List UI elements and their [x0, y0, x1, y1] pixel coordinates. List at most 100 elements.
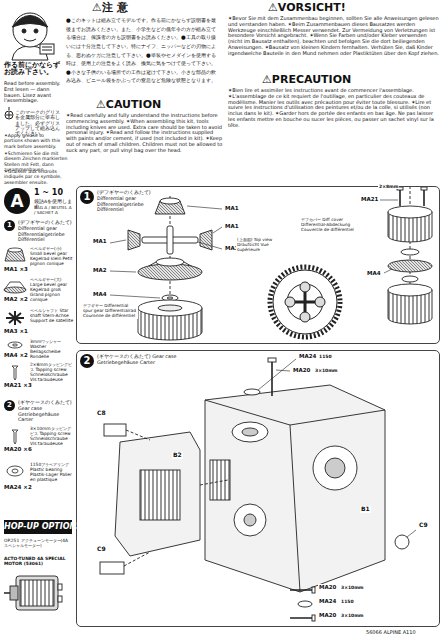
step-number: 2	[80, 354, 94, 368]
part-label: MA20	[292, 367, 311, 373]
note-text: ACTO-TUNED 4A SPECIAL MOTOR (53061)	[4, 556, 72, 566]
part-label: MA24	[298, 353, 317, 359]
node-text: HOP-UP OPTIONS	[4, 520, 72, 534]
step-number: 1	[4, 220, 15, 231]
note-text: MA21 ×3	[4, 382, 32, 388]
part-label: デフカバー Diff cover Differential-Abdeckung …	[300, 218, 364, 233]
gear-case-part	[140, 470, 180, 520]
gear-case-part	[242, 428, 258, 436]
grease-symbol	[5, 107, 13, 119]
node-text: (デフギヤーのくみたて) Differential gear Different…	[97, 190, 153, 213]
note-text: MA4 ×2	[4, 352, 28, 358]
part-label: (上面図) Top view Draufsicht Vue supérieure	[236, 238, 284, 253]
gear-case-part	[200, 480, 228, 485]
diff-cover-stack	[388, 186, 432, 324]
differential-exploded-part	[167, 297, 173, 299]
gear-case-part	[395, 535, 409, 549]
part-label: 1150	[318, 354, 333, 359]
gear-case-part	[244, 514, 256, 526]
top-view-part	[270, 267, 340, 337]
top-view-part	[315, 297, 325, 307]
part-label: MA1	[224, 223, 240, 229]
gear-case-part	[325, 458, 345, 478]
reader-cartoon-part	[22, 29, 26, 33]
note-text: ✶Bien lire et assimiler les instructions…	[228, 88, 440, 128]
gear-case-part	[268, 358, 276, 362]
diff-cover-stack-part	[401, 249, 419, 255]
reader-cartoon-part	[24, 39, 36, 41]
note-text: 56066 ALPINE A110	[366, 630, 416, 636]
note-text: ⚠PRECAUTION	[262, 74, 432, 87]
leader-lines-part	[110, 295, 160, 298]
note-text: 作る前にかならずお読み下さい。	[4, 62, 62, 77]
parts-list-icons-part	[8, 248, 22, 252]
differential-exploded-part	[167, 226, 173, 254]
note-text: ⚠CAUTION	[96, 99, 216, 112]
note-text: 1 ~ 10	[34, 188, 74, 197]
grease-symbol-part	[9, 107, 10, 110]
gear-case-part	[205, 400, 385, 425]
gear-case-part	[313, 446, 357, 490]
note-text: MA20 ×6	[4, 446, 32, 452]
note-text: 3×10mmタッピングビス Tapping screw Schneidschra…	[30, 426, 74, 446]
gear-case-part	[276, 370, 290, 371]
note-text: ✶Schmieren Sie die mit diesem Zeichen ma…	[4, 151, 74, 172]
node-text: (ギヤケースのくみたて) Gear case Getriebegehäuse C…	[97, 354, 197, 366]
part-label: C8	[96, 410, 107, 417]
note-text: MA24 ×2	[4, 484, 32, 490]
hop-up-motor-part	[20, 580, 54, 606]
note-text: MA2 ×2	[4, 296, 28, 302]
part-label: MA21	[360, 196, 379, 202]
step-badge: A	[4, 188, 30, 214]
gear-case	[100, 358, 416, 621]
differential-exploded-part	[158, 305, 182, 311]
reader-cartoon	[12, 13, 54, 60]
parts-list-icons-part	[7, 466, 23, 476]
part-label: デフギヤー Differential spur gear Differentia…	[82, 304, 138, 319]
note-text: ⚠注 意	[92, 2, 192, 15]
hop-up-motor-part	[58, 584, 62, 590]
gear-case-part	[258, 359, 296, 390]
part-label: MA2	[92, 267, 108, 273]
gear-case-part	[312, 615, 315, 621]
part-label: 3×10mm	[314, 368, 339, 373]
top-view-part	[285, 297, 295, 307]
gear-case-part	[100, 562, 124, 574]
note-text: MA1 ×3	[4, 266, 28, 272]
part-label: 3×10mm	[340, 585, 365, 590]
gear-case-part	[290, 425, 300, 592]
note-text: Read before assembly. Erst lesen — dann …	[4, 81, 62, 104]
reader-cartoon-part	[34, 29, 38, 33]
top-view-part	[300, 282, 310, 292]
part-label: C9	[96, 546, 107, 553]
part-label: MA4	[92, 291, 108, 297]
gear-case-part	[234, 504, 266, 536]
note-text: ✶Graisser aux endroits indiqués par ce s…	[4, 169, 74, 185]
step-number: 1	[80, 190, 94, 204]
gear-case-part	[290, 590, 314, 618]
differential-exploded	[128, 196, 212, 340]
top-view	[270, 267, 340, 337]
top-view-part	[300, 312, 310, 322]
hop-up-motor-part	[58, 596, 62, 602]
diff-cover-stack-part	[400, 190, 424, 206]
part-label: MA1	[224, 205, 240, 211]
part-label: B1	[360, 506, 371, 513]
part-label: C9	[418, 522, 429, 529]
differential-exploded-part	[138, 300, 202, 316]
parts-list-icons-part	[12, 430, 18, 444]
gear-case-part	[104, 424, 126, 436]
note-text: OP.251 アクチューンモーター(4Aスペシャルモーター)	[4, 538, 72, 548]
gear-case-part	[124, 552, 150, 566]
reader-cartoon-part	[42, 50, 52, 51]
differential-exploded-part	[160, 198, 180, 204]
grease-symbol-part	[5, 111, 13, 119]
step-heading: 2(ギヤケースのくみたて) Gear case Getriebegehäuse …	[4, 400, 74, 423]
grease-symbol-part	[6, 112, 12, 118]
note-text: ●このキットは組み立てモデルです。作る前にかならず説明書を最後までお読みください…	[66, 16, 218, 85]
reader-cartoon-part	[13, 13, 47, 47]
part-label: 2×8mm	[378, 184, 399, 189]
leader-lines-part	[380, 200, 398, 201]
step-panel: 1(デフギヤーのくみたて) Differential gear Differen…	[76, 186, 440, 344]
